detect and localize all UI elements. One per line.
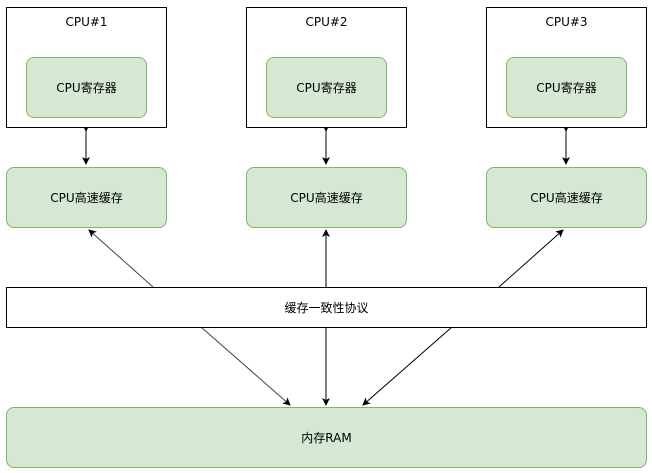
cpu-cache-2: CPU高速缓存 xyxy=(246,167,407,228)
cpu-title-3: CPU#3 xyxy=(545,15,588,29)
cache-coherence-protocol: 缓存一致性协议 xyxy=(6,287,647,328)
cpu-title-2: CPU#2 xyxy=(305,15,348,29)
edge-memory-cache-1 xyxy=(88,229,154,288)
edge-protocol-memory-1 xyxy=(200,326,291,406)
cpu-cache-1: CPU高速缓存 xyxy=(6,167,167,228)
cpu-title-1: CPU#1 xyxy=(65,15,108,29)
edge-protocol-memory-3 xyxy=(362,326,453,406)
cpu-register-2: CPU寄存器 xyxy=(266,57,387,118)
cpu-cache-3: CPU高速缓存 xyxy=(486,167,647,228)
cpu-register-3: CPU寄存器 xyxy=(506,57,627,118)
cpu-register-1: CPU寄存器 xyxy=(26,57,147,118)
main-memory: 内存RAM xyxy=(6,407,647,468)
edge-memory-cache-3 xyxy=(498,229,564,288)
